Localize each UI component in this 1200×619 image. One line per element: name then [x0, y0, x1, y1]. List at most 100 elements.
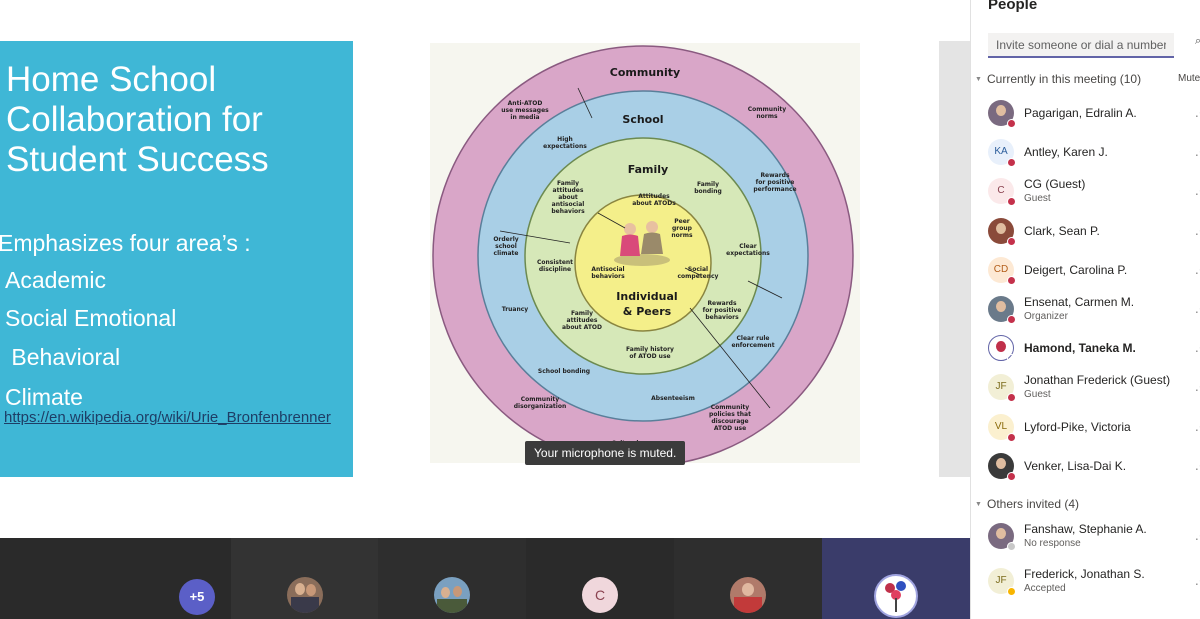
children-illustration [614, 221, 670, 266]
diagram-label-family-attitudes-antisocial: behaviors [551, 208, 585, 215]
participant-row[interactable]: Clark, Sean P.⋰ [971, 211, 1200, 251]
diagram-label-community-disorganization: Community [521, 396, 559, 403]
diagram-label-rewards-performance: Rewards [760, 172, 790, 179]
diagram-label-community-policies: policies that [709, 411, 751, 418]
chevron-down-icon: ▼ [975, 501, 982, 509]
participant-role: Guest [1024, 389, 1051, 401]
shared-content-stage: Home School Collaboration for Student Su… [0, 41, 970, 477]
diagram-label-consistent-discipline: discipline [539, 266, 571, 273]
diagram-label-family-bonding: bonding [694, 188, 722, 195]
microphone-muted-toast: Your microphone is muted. [525, 441, 686, 465]
diagram-label-anti-atod: Anti-ATOD [508, 100, 543, 107]
participant-row[interactable]: Ensenat, Carmen M.Organizer⋰ [971, 289, 1200, 329]
diagram-label-family-attitudes-antisocial: about [558, 194, 578, 201]
mic-icon[interactable]: ⋰ [1195, 341, 1200, 354]
presence-status-icon [1007, 315, 1016, 324]
participant-row[interactable]: Hamond, Taneka M.⋰ [971, 328, 1200, 368]
participant-name: Ensenat, Carmen M. [1024, 295, 1135, 309]
participant-row[interactable]: Venker, Lisa-Dai K.⋰ [971, 446, 1200, 486]
participant-avatar: VL [988, 413, 1016, 442]
presence-status-icon [1007, 432, 1016, 442]
diagram-label-antisocial-behaviors: behaviors [591, 273, 625, 280]
participant-avatar [988, 217, 1016, 246]
diagram-label-absenteeism: Absenteeism [651, 395, 695, 402]
diagram-label-school-bonding: School bonding [538, 368, 590, 375]
mic-icon[interactable]: ⋰ [1195, 302, 1200, 315]
current-meeting-label: Currently in this meeting (10) [987, 72, 1142, 86]
participant-row[interactable]: VL Lyford-Pike, Victoria ⋰ [971, 407, 1200, 447]
diagram-label-family-history: Family history [626, 346, 674, 353]
participant-avatar [988, 335, 1016, 364]
presence-status-icon [1007, 471, 1016, 481]
presence-status-icon [1007, 197, 1016, 207]
participant-avatar: JF [988, 568, 1016, 596]
video-tile[interactable] [231, 538, 378, 619]
participant-row[interactable]: Pagarigan, Edralin A.⋰ [971, 93, 1200, 133]
diagram-label-clear-expectations: expectations [726, 250, 770, 257]
avatar-initials: CD [993, 263, 1009, 275]
ecological-model-diagram: Community School Family Individual & Pee… [430, 43, 860, 463]
mic-icon[interactable]: ⋰ [1195, 529, 1200, 542]
slide-title: Home School Collaboration for Student Su… [6, 60, 269, 179]
people-panel: People ⌕ ▼Currently in this meeting (10)… [970, 0, 1200, 619]
avatar-initials: VL [994, 420, 1008, 432]
avatar-initials: C [997, 185, 1005, 197]
video-tile-active[interactable] [822, 538, 970, 619]
video-tile[interactable] [674, 538, 822, 619]
participant-role: No response [1024, 538, 1081, 549]
mic-icon[interactable]: ⋰ [1195, 380, 1200, 393]
participant-row[interactable]: Fanshaw, Stephanie A.No response⋰ [971, 516, 1200, 556]
diagram-label-rewards-behaviors: behaviors [705, 314, 739, 321]
video-tile[interactable]: C [526, 538, 674, 619]
diagram-label-anti-atod: in media [510, 114, 539, 121]
share-invite-icon[interactable]: ⌕ [1195, 35, 1200, 48]
diagram-arrows [499, 87, 783, 409]
invite-input[interactable] [988, 33, 1174, 58]
slide-link[interactable]: https://en.wikipedia.org/wiki/Urie_Bronf… [4, 409, 331, 426]
others-invited-header[interactable]: ▼ Others invited (4) [975, 497, 1079, 511]
presence-status-icon [1007, 587, 1016, 596]
diagram-label-family-attitudes-antisocial: antisocial [552, 201, 585, 208]
diagram-label-rewards-performance: for positive [756, 179, 795, 186]
mic-icon[interactable]: ⋰ [1195, 106, 1200, 119]
participant-avatar [988, 100, 1016, 128]
mic-icon[interactable]: ⋰ [1195, 459, 1200, 472]
mic-icon[interactable]: ⋰ [1195, 145, 1200, 158]
overflow-participants-button[interactable]: +5 [179, 579, 215, 615]
video-tile[interactable] [378, 538, 526, 619]
mic-icon[interactable]: ⋰ [1195, 574, 1200, 587]
presence-status-icon [1007, 236, 1016, 246]
ring-label-peers: & Peers [623, 305, 672, 318]
mic-icon[interactable]: ⋰ [1195, 263, 1200, 276]
participant-avatar [434, 577, 470, 613]
ring-label-school: School [622, 113, 663, 126]
chevron-down-icon: ▼ [975, 76, 982, 84]
participant-name: Jonathan Frederick (Guest) [1024, 373, 1171, 388]
diagram-label-orderly-climate: school [495, 243, 517, 250]
diagram-label-consistent-discipline: Consistent [537, 259, 573, 266]
participant-name: Lyford-Pike, Victoria [1024, 419, 1131, 434]
participant-row[interactable]: CCG (Guest)Guest⋰ [971, 171, 1200, 211]
slide-line-social-emotional: Social Emotional [5, 305, 177, 331]
diagram-label-rewards-behaviors: for positive [703, 307, 742, 314]
mic-icon[interactable]: ⋰ [1195, 184, 1200, 197]
others-invited-label: Others invited (4) [987, 497, 1080, 511]
diagram-label-orderly-climate: climate [494, 250, 519, 257]
slide-line-academic: Academic [5, 267, 106, 293]
diagram-label-rewards-performance: performance [753, 186, 796, 193]
mute-all-button[interactable]: Mute [1178, 73, 1200, 84]
diagram-label-peer-group-norms: norms [671, 232, 693, 239]
diagram-label-anti-atod: use messages [501, 107, 549, 114]
mic-icon[interactable]: ⋰ [1195, 420, 1200, 433]
avatar-initials: JF [995, 575, 1007, 586]
diagram-label-antisocial-behaviors: Antisocial [591, 266, 624, 273]
current-meeting-header[interactable]: ▼ Currently in this meeting (10) [975, 72, 1141, 86]
diagram-label-community-policies: discourage [711, 418, 748, 425]
participant-avatar [988, 452, 1016, 481]
mic-icon[interactable]: ⋰ [1195, 224, 1200, 237]
diagram-label-family-attitudes-atod: about ATOD [562, 324, 602, 331]
